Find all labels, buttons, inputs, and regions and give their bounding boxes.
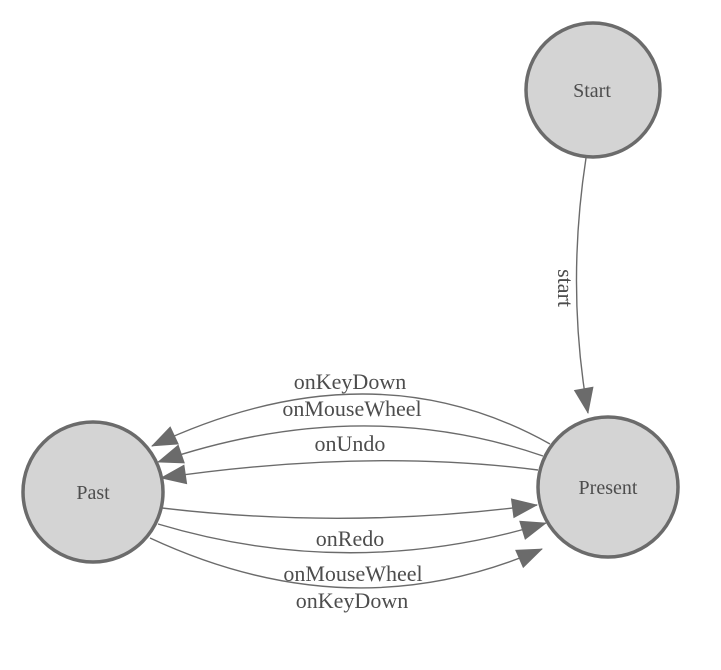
edge-label-onmousewheel-top: onMouseWheel [282,396,421,421]
edge-present-to-past-onmousewheel [157,425,544,464]
edge-label-onkeydown-top: onKeyDown [294,369,406,394]
state-label-start: Start [573,80,611,102]
state-label-present: Present [579,477,638,499]
edge-label-onkeydown-bottom: onKeyDown [296,588,408,613]
state-node-start: Start [524,21,662,159]
edge-label-onmousewheel-bottom: onMouseWheel [283,561,422,586]
edge-label-group: start onKeyDown onMouseWheel onUndo onRe… [282,269,578,613]
state-circle-start [524,21,662,159]
edge-group [149,157,594,589]
edge-past-to-present-onmousewheel [157,520,547,554]
edge-present-to-past-onundo [160,460,539,485]
edge-label-start: start [553,269,578,307]
edge-present-to-past-onkeydown [151,393,551,447]
state-node-present: Present [536,415,680,559]
edge-label-onundo: onUndo [315,431,386,456]
state-circle-past [21,420,165,564]
edge-start-to-present [573,157,594,414]
state-node-past: Past [21,420,165,564]
edge-past-to-present-onredo [161,498,538,519]
edge-past-to-present-onkeydown [149,537,543,589]
edge-label-onredo: onRedo [316,526,384,551]
state-label-past: Past [76,482,110,504]
state-circle-present [536,415,680,559]
